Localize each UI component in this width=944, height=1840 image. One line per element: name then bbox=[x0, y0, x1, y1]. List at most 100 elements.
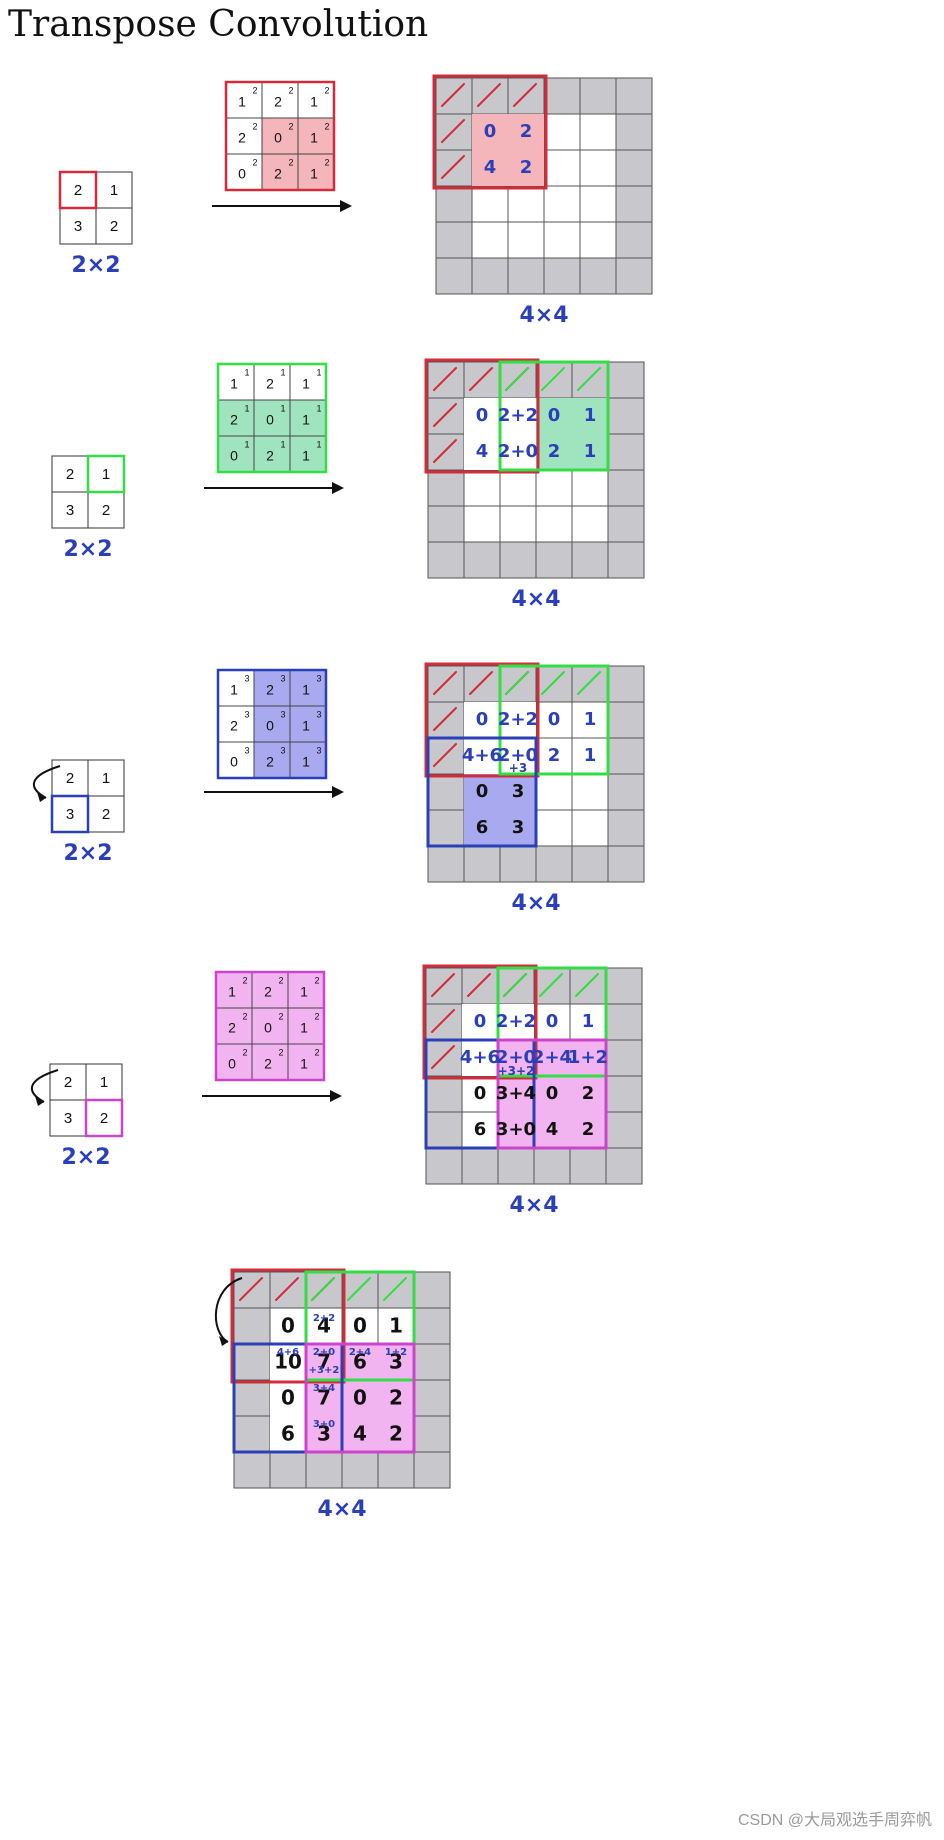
padding-cell bbox=[569, 1147, 607, 1185]
output-cell bbox=[507, 185, 545, 223]
kernel-multiplier: 3 bbox=[316, 745, 321, 755]
input-highlight bbox=[50, 794, 90, 834]
padding-cell bbox=[461, 1147, 499, 1185]
final-value: 0 bbox=[353, 1314, 367, 1338]
red-hatch bbox=[433, 707, 457, 731]
kernel-multiplier: 2 bbox=[288, 121, 293, 131]
kernel-multiplier: 3 bbox=[244, 745, 249, 755]
kernel-multiplier: 2 bbox=[314, 1047, 319, 1057]
red-hatch bbox=[433, 671, 457, 695]
final-value: 4 bbox=[353, 1422, 367, 1446]
kernel-value: 1 bbox=[228, 984, 236, 1000]
handwritten-note: +3 bbox=[509, 761, 527, 775]
handwritten-note: 2 bbox=[548, 441, 561, 462]
input-value: 2 bbox=[102, 502, 110, 519]
output-size-label: 4×4 bbox=[511, 891, 560, 916]
input-cell bbox=[87, 491, 125, 529]
kernel-value: 0 bbox=[266, 412, 274, 428]
padding-cell bbox=[413, 1271, 451, 1309]
padding-cell bbox=[427, 845, 465, 883]
input-cell bbox=[85, 1063, 123, 1101]
kernel-value: 0 bbox=[274, 130, 282, 146]
handwritten-note: 6 bbox=[474, 1119, 487, 1140]
kernel-multiplier: 1 bbox=[244, 403, 249, 413]
padding-cell bbox=[615, 113, 653, 151]
blue-window bbox=[424, 1038, 536, 1150]
kernel-value: 1 bbox=[300, 984, 308, 1000]
handwritten-note: 1 bbox=[582, 1011, 595, 1032]
input-value: 2 bbox=[66, 466, 74, 483]
kernel-value: 0 bbox=[230, 448, 238, 464]
red-window bbox=[422, 964, 538, 1080]
kernel-value: 0 bbox=[264, 1020, 272, 1036]
handwritten-note: 2+2 bbox=[498, 405, 538, 426]
padding-cell bbox=[413, 1343, 451, 1381]
padding-cell bbox=[607, 773, 645, 811]
padding-cell bbox=[615, 77, 653, 115]
input-cell bbox=[59, 207, 97, 245]
green-hatch bbox=[503, 973, 527, 997]
padding-cell bbox=[305, 1271, 343, 1309]
padding-cell bbox=[413, 1379, 451, 1417]
input-value: 3 bbox=[74, 218, 82, 235]
padding-cell bbox=[499, 845, 537, 883]
green-hatch bbox=[575, 973, 599, 997]
pink-window bbox=[496, 1038, 608, 1150]
red-hatch bbox=[441, 155, 465, 179]
kernel-multiplier: 2 bbox=[252, 157, 257, 167]
padding-cell bbox=[425, 1039, 463, 1077]
kernel-value: 1 bbox=[300, 1056, 308, 1072]
red-hatch bbox=[469, 367, 493, 391]
final-value: 2 bbox=[389, 1386, 403, 1410]
final-note: 2+4 bbox=[349, 1347, 371, 1358]
padding-cell bbox=[427, 665, 465, 703]
handwritten-note: 0 bbox=[546, 1011, 559, 1032]
red-hatch bbox=[431, 973, 455, 997]
input-value: 1 bbox=[102, 466, 110, 483]
padding-cell bbox=[435, 221, 473, 259]
padding-cell bbox=[607, 469, 645, 507]
kernel-multiplier: 3 bbox=[316, 673, 321, 683]
padding-cell bbox=[605, 1111, 643, 1149]
padding-cell bbox=[499, 541, 537, 579]
padding-cell bbox=[427, 469, 465, 507]
red-window bbox=[230, 1268, 346, 1384]
transform-arrow-head bbox=[332, 482, 344, 494]
handwritten-note: 0 bbox=[546, 1083, 559, 1104]
kernel-multiplier: 2 bbox=[324, 85, 329, 95]
input-value: 1 bbox=[102, 770, 110, 787]
input-cell bbox=[87, 795, 125, 833]
kernel-value: 1 bbox=[302, 376, 310, 392]
padding-cell bbox=[233, 1307, 271, 1345]
padding-cell bbox=[571, 665, 609, 703]
red-hatch bbox=[433, 743, 457, 767]
green-window bbox=[304, 1270, 416, 1382]
padding-cell bbox=[463, 665, 501, 703]
padding-cell bbox=[427, 737, 465, 775]
padding-cell bbox=[605, 1075, 643, 1113]
red-hatch bbox=[275, 1277, 299, 1301]
kernel-border bbox=[224, 80, 336, 192]
kernel-cell bbox=[287, 1043, 325, 1081]
padding-cell bbox=[571, 541, 609, 579]
output-cell bbox=[543, 185, 581, 223]
kernel-multiplier: 1 bbox=[280, 367, 285, 377]
padding-cell bbox=[461, 967, 499, 1005]
final-value: 3 bbox=[317, 1422, 331, 1446]
padding-cell bbox=[607, 397, 645, 435]
output-cell bbox=[579, 149, 617, 187]
green-fill bbox=[536, 398, 608, 470]
input-cell bbox=[49, 1099, 87, 1137]
green-window bbox=[498, 664, 610, 776]
red-hatch bbox=[431, 1009, 455, 1033]
kernel-multiplier: 3 bbox=[280, 673, 285, 683]
red-hatch bbox=[433, 403, 457, 427]
final-value: 6 bbox=[281, 1422, 295, 1446]
kernel-border bbox=[214, 970, 326, 1082]
red-hatch bbox=[513, 83, 537, 107]
padding-cell bbox=[607, 737, 645, 775]
kernel-multiplier: 3 bbox=[280, 709, 285, 719]
padding-cell bbox=[463, 845, 501, 883]
padding-cell bbox=[605, 1003, 643, 1041]
handwritten-note: 4+6 bbox=[462, 745, 502, 766]
